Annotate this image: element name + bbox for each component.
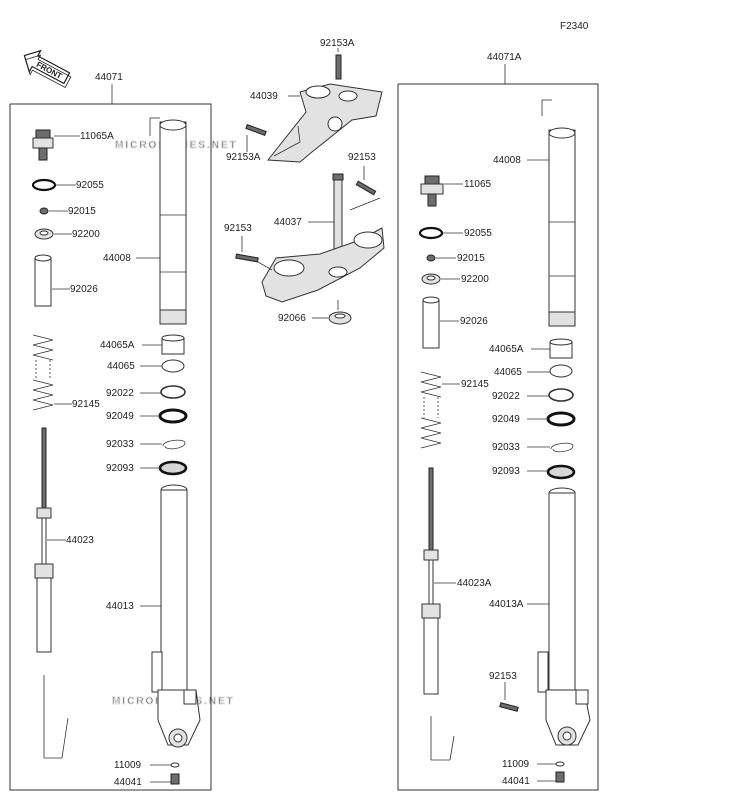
left-spring: [32, 334, 54, 411]
left-label-bush: 44065: [107, 361, 135, 372]
right-label-oring: 92055: [464, 228, 492, 239]
right-outer-tube: [537, 487, 591, 746]
right-label-oil-seal: 92049: [492, 414, 520, 425]
right-label-washer: 92200: [461, 274, 489, 285]
right-spring: [420, 371, 442, 449]
center-label-lower-bolt: 92153: [224, 223, 252, 234]
left-fork-assembly: 44071 11065A 92055 92015 92200 92026: [9, 72, 212, 791]
left-label-oil-seal: 92049: [106, 411, 134, 422]
left-label-oring: 92055: [76, 180, 104, 191]
left-label-dust-seal: 92093: [106, 463, 134, 474]
left-label-washer-seal: 92022: [106, 388, 134, 399]
right-label-bush: 44065: [494, 367, 522, 378]
left-label-bush-a: 44065A: [100, 340, 135, 351]
right-label-gasket: 11009: [502, 759, 530, 770]
diagram-code: F2340: [560, 21, 589, 32]
left-outer-tube: [151, 484, 201, 748]
left-label-damper: 44023: [66, 535, 94, 546]
center-label-stem-nut: 92066: [278, 313, 306, 324]
right-label-damper: 44023A: [457, 578, 492, 589]
right-label-cap: 11065: [464, 179, 492, 190]
right-label-spacer: 92026: [460, 316, 488, 327]
steering-stem: [261, 173, 385, 303]
right-assembly-label: 44071A: [487, 52, 522, 63]
left-frame: [9, 103, 212, 791]
left-assembly-label: 44071: [95, 72, 123, 83]
left-label-cap: 11065A: [80, 131, 114, 142]
left-inner-tube: [149, 117, 187, 325]
left-cap: 11065A: [32, 129, 114, 161]
center-label-stem-bolt: 92153: [348, 152, 376, 163]
right-label-bolt: 44041: [502, 776, 530, 787]
right-label-washer-seal: 92022: [492, 391, 520, 402]
left-label-washer: 92200: [72, 229, 100, 240]
left-label-bolt: 44041: [114, 777, 142, 788]
right-label-ring: 92033: [492, 442, 520, 453]
right-label-spring: 92145: [461, 379, 489, 390]
right-label-caliper-bolt: 92153: [489, 671, 517, 682]
center-label-upper-bolt: 92153A: [226, 152, 261, 163]
left-label-nut: 92015: [68, 206, 96, 217]
left-label-outer: 44013: [106, 601, 134, 612]
left-label-ring: 92033: [106, 439, 134, 450]
right-frame: [397, 83, 599, 791]
left-label-gasket: 11009: [114, 760, 142, 771]
right-inner-tube: [541, 99, 576, 327]
right-label-dust-seal: 92093: [492, 466, 520, 477]
right-damper: [421, 467, 441, 695]
center-label-stem: 44037: [274, 217, 302, 228]
right-label-nut: 92015: [457, 253, 485, 264]
center-label-top-bolt: 92153A: [320, 38, 355, 49]
upper-bracket: [267, 83, 383, 163]
center-label-upper-bracket: 44039: [250, 91, 278, 102]
right-cap: [420, 175, 444, 207]
right-label-outer: 44013A: [489, 599, 524, 610]
left-label-tube: 44008: [103, 253, 131, 264]
right-fork-assembly: 44071A 11065 92055 92015 92200 92026: [397, 52, 599, 791]
right-label-bush-a: 44065A: [489, 344, 524, 355]
left-damper: [34, 427, 54, 653]
right-label-tube: 44008: [493, 155, 521, 166]
left-label-spring: 92145: [72, 399, 100, 410]
front-arrow-icon: FRONT: [23, 49, 72, 89]
left-label-spacer: 92026: [70, 284, 98, 295]
center-assembly: 92153A 44039 92153A 92153 44037: [224, 38, 385, 325]
